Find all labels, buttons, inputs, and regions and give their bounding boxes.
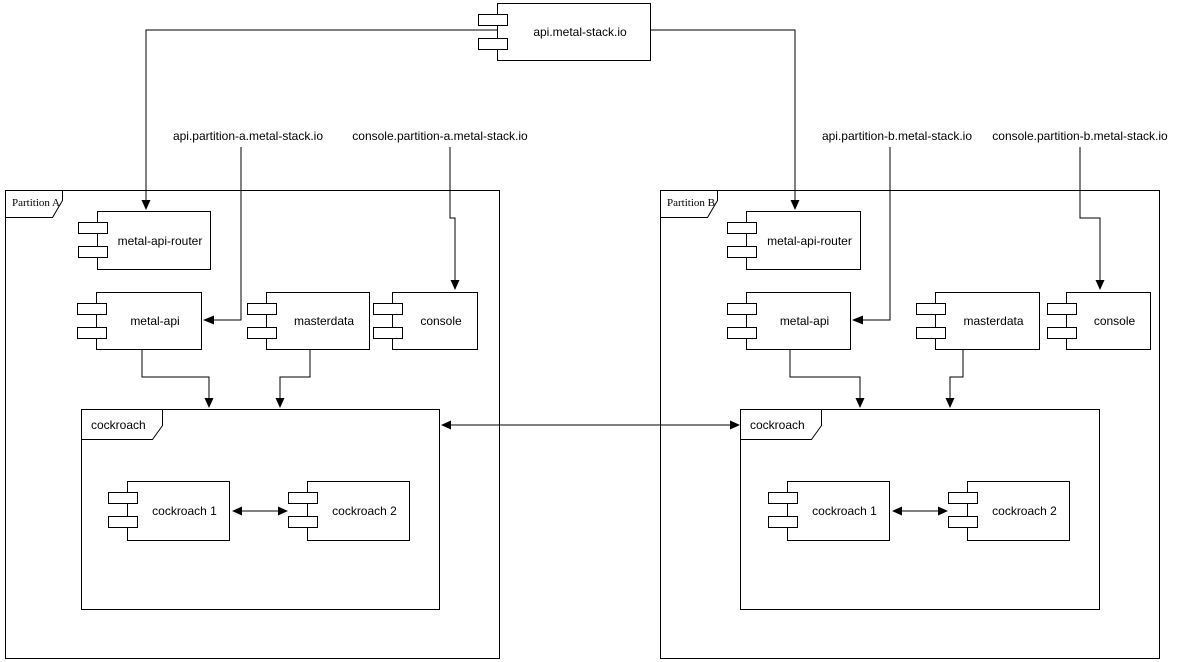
edge-masterdata-b-to-cockroach <box>949 350 964 398</box>
arrowhead-router-b <box>790 200 800 210</box>
arrowhead-cockroach-a-1 <box>204 398 214 408</box>
component-cockroach1-a: cockroach 1 <box>108 481 230 541</box>
component-console-b: console <box>1047 292 1151 350</box>
component-port-icon <box>727 303 757 315</box>
arrowhead-cockroach1-a <box>232 506 242 516</box>
component-metal-api-b: metal-api <box>727 292 851 350</box>
component-metal-api-router-b: metal-api-router <box>727 211 861 270</box>
component-port-icon <box>478 38 508 50</box>
component-label: cockroach 1 <box>812 504 877 518</box>
component-label: metal-api-router <box>767 233 852 248</box>
component-label: metal-api <box>779 314 830 328</box>
component-label: api.metal-stack.io <box>533 25 627 39</box>
component-port-icon <box>247 303 277 315</box>
component-label: masterdata <box>293 314 355 328</box>
component-port-icon <box>77 303 107 315</box>
component-port-icon <box>948 492 978 504</box>
component-port-icon <box>727 246 757 258</box>
component-port-icon <box>77 327 107 339</box>
arrowhead-cockroach2-a <box>278 506 288 516</box>
component-masterdata-a: masterdata <box>247 292 370 350</box>
partition-b-tab <box>660 190 718 218</box>
component-cockroach1-b: cockroach 1 <box>768 481 890 541</box>
arrowhead-router-a <box>141 200 151 210</box>
arrowhead-cockroach-a-2 <box>275 398 285 408</box>
component-port-icon <box>948 516 978 528</box>
arrowhead-cockroach-pkg-b <box>730 420 740 430</box>
arrowhead-console-b <box>1095 280 1105 290</box>
arrowhead-cockroach-pkg-a <box>441 420 451 430</box>
cockroach-package-a-label: cockroach <box>91 418 146 432</box>
component-label: console <box>420 314 462 328</box>
component-port-icon <box>108 516 138 528</box>
edge-console-a <box>449 147 456 280</box>
arrowhead-cockroach-b-2 <box>945 398 955 408</box>
component-cockroach2-a: cockroach 2 <box>288 481 410 541</box>
component-metal-api-a: metal-api <box>77 292 202 350</box>
component-port-icon <box>478 14 508 26</box>
component-label: masterdata <box>963 314 1024 328</box>
edge-api-to-router-b <box>651 29 796 200</box>
component-port-icon <box>373 327 403 339</box>
component-port-icon <box>1047 327 1077 339</box>
partition-a-tab <box>5 190 63 218</box>
edge-metal-api-a-to-cockroach <box>141 350 210 398</box>
component-label: cockroach 2 <box>332 504 397 518</box>
component-port-icon <box>1047 303 1077 315</box>
component-port-icon <box>78 246 108 258</box>
edge-console-b <box>1079 147 1101 280</box>
partition-a-label: Partition A <box>12 197 60 209</box>
component-port-icon <box>727 222 757 234</box>
component-masterdata-b: masterdata <box>916 292 1040 350</box>
arrowhead-metal-api-a <box>203 315 214 325</box>
edge-api-to-router-a <box>145 29 497 200</box>
cockroach-package-b-label: cockroach <box>750 418 805 432</box>
edge-api-a-to-metal-api-a <box>214 147 242 321</box>
component-port-icon <box>916 303 946 315</box>
component-cockroach2-b: cockroach 2 <box>948 481 1070 541</box>
partition-b-label: Partition B <box>667 197 715 209</box>
edge-api-b-to-metal-api-b <box>862 147 891 321</box>
cockroach-package-b-tab <box>740 409 822 440</box>
arrowhead-cockroach-b-1 <box>855 398 865 408</box>
component-port-icon <box>288 516 318 528</box>
dns-label-api-partition-b: api.partition-b.metal-stack.io <box>821 129 973 143</box>
cockroach-package-a: cockroach <box>81 409 440 610</box>
component-metal-api-router-a: metal-api-router <box>78 211 211 270</box>
arrowhead-metal-api-b <box>852 315 863 325</box>
edge-masterdata-a-to-cockroach <box>279 350 311 398</box>
component-port-icon <box>727 327 757 339</box>
cockroach-package-b: cockroach <box>740 409 1100 610</box>
component-port-icon <box>247 327 277 339</box>
dns-label-console-partition-b: console.partition-b.metal-stack.io <box>992 129 1168 143</box>
dns-label-api-partition-a: api.partition-a.metal-stack.io <box>172 129 324 143</box>
component-port-icon <box>768 516 798 528</box>
component-port-icon <box>768 492 798 504</box>
component-port-icon <box>373 303 403 315</box>
component-label: cockroach 1 <box>152 504 217 518</box>
component-label: console <box>1093 314 1136 328</box>
dns-label-console-partition-a: console.partition-a.metal-stack.io <box>352 129 528 143</box>
component-port-icon <box>288 492 318 504</box>
arrowhead-cockroach2-b <box>938 506 948 516</box>
arrowhead-console-a <box>450 280 460 290</box>
component-label: metal-api <box>130 314 180 328</box>
edge-metal-api-b-to-cockroach <box>789 350 861 398</box>
component-port-icon <box>78 222 108 234</box>
cockroach-package-a-tab <box>81 409 163 440</box>
component-label: cockroach 2 <box>992 504 1057 518</box>
component-api-metal-stack-io: api.metal-stack.io <box>478 3 651 61</box>
component-port-icon <box>108 492 138 504</box>
arrowhead-cockroach1-b <box>892 506 902 516</box>
component-label: metal-api-router <box>117 233 203 248</box>
component-console-a: console <box>373 292 478 350</box>
component-port-icon <box>916 327 946 339</box>
